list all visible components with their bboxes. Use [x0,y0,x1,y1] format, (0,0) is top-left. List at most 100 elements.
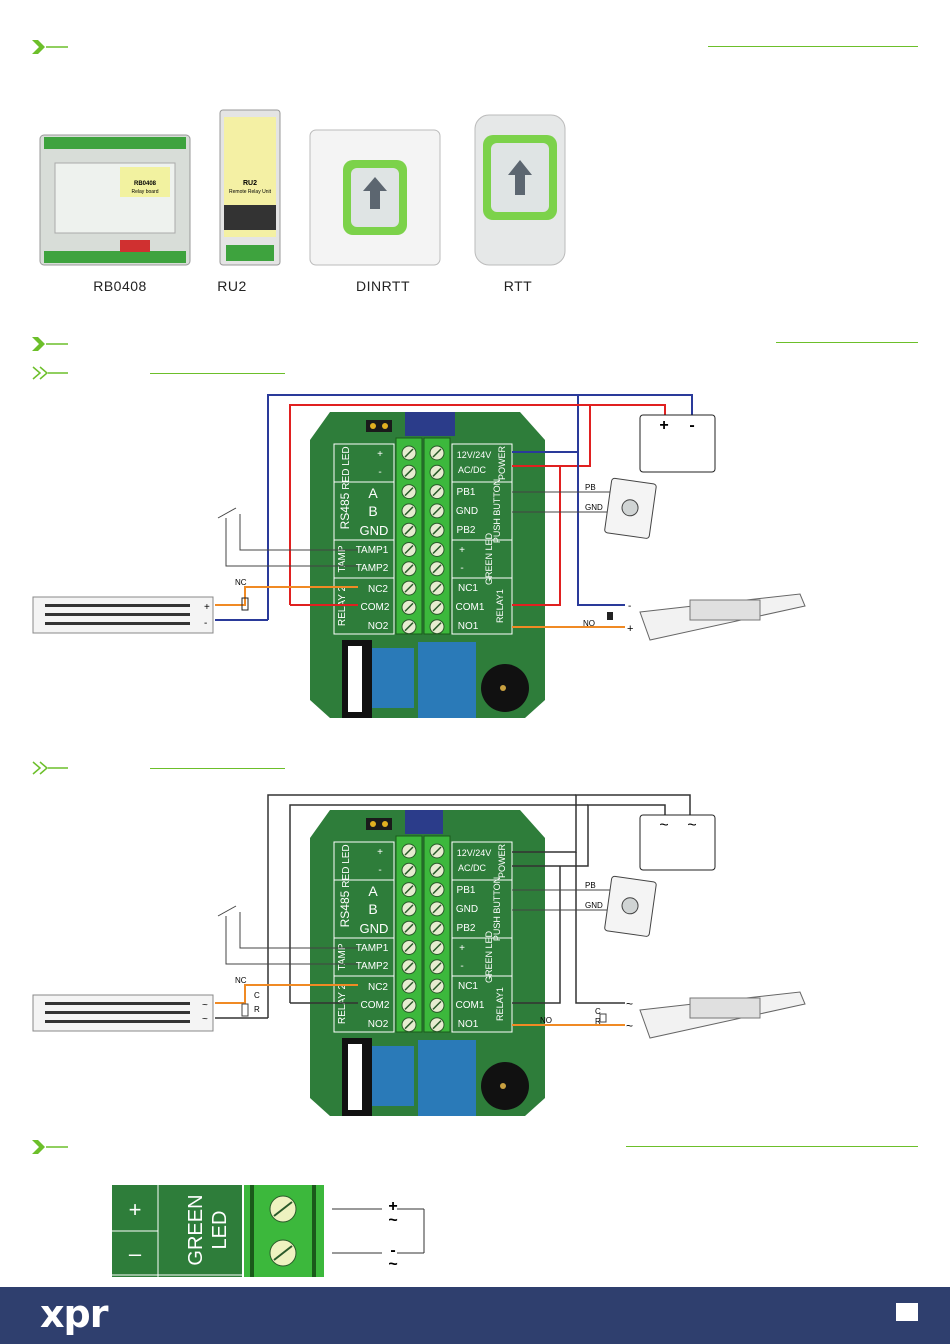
svg-text:RU2: RU2 [243,180,257,187]
section-divider [776,342,918,343]
svg-text:PB2: PB2 [457,923,476,934]
section-chevron-icon [32,1140,68,1154]
wiring-diagram-ac: RED LED + - RS485 A B GND TAMP TAMP1 TAM… [32,794,806,1116]
svg-text:C: C [254,991,260,1000]
svg-text:GND: GND [585,503,603,512]
svg-text:GND: GND [456,904,478,915]
svg-text:NO: NO [583,619,595,628]
svg-text:NO1: NO1 [458,621,479,632]
ru2-image: RU2 Remote Relay Unit [219,109,281,266]
svg-text:NC1: NC1 [458,981,478,992]
svg-text:COM1: COM1 [456,1000,485,1011]
svg-text:+: + [377,847,383,858]
svg-text:GND: GND [456,506,478,517]
svg-text:GREEN LED: GREEN LED [484,930,494,983]
svg-text:GND: GND [585,901,603,910]
svg-text:RED LED: RED LED [341,446,352,489]
section-divider [626,1146,918,1147]
svg-text:NC1: NC1 [458,583,478,594]
svg-text:+: + [459,943,465,954]
svg-text:-: - [378,865,381,876]
svg-text:TAMP1: TAMP1 [356,943,389,954]
svg-text:+: + [459,545,465,556]
page-number-box [896,1303,918,1321]
subsection-chevron-icon [32,366,68,380]
svg-text:B: B [368,901,377,917]
svg-text:-: - [204,618,207,629]
svg-text:TAMP1: TAMP1 [356,545,389,556]
section-chevron-icon [32,40,68,54]
svg-text:RB0408: RB0408 [134,181,157,187]
svg-text:NO1: NO1 [458,1019,479,1030]
exit-button [604,477,657,539]
power-supply [639,414,716,473]
svg-text:PUSH BUTTON: PUSH BUTTON [492,479,502,543]
svg-text:GND: GND [360,921,389,936]
svg-text:+: + [129,1197,142,1222]
product-images: RB0408 Relay board RU2 Remote Relay Unit [39,109,566,266]
section-chevron-icon [32,337,68,351]
svg-text:TAMP2: TAMP2 [356,961,389,972]
svg-text:A: A [368,485,378,501]
svg-text:PB2: PB2 [457,525,476,536]
green-led-detail: + – GREEN LED + ~ - ~ [112,1185,425,1277]
rb0408-image: RB0408 Relay board [39,134,191,266]
svg-text:COM1: COM1 [456,602,485,613]
magnetic-lock [32,596,214,634]
svg-text:NC: NC [235,976,247,985]
svg-text:R: R [595,1017,601,1026]
subsection-divider [150,768,285,769]
svg-text:12V/24V: 12V/24V [457,848,492,858]
svg-text:Remote Relay Unit: Remote Relay Unit [229,189,272,195]
svg-text:–: – [129,1241,142,1266]
svg-text:RS485: RS485 [338,492,352,529]
svg-text:~: ~ [687,817,696,834]
section-divider [708,46,918,47]
svg-text:NO2: NO2 [368,1019,389,1030]
svg-text:RELAY 2: RELAY 2 [337,983,348,1024]
svg-text:~: ~ [202,1014,208,1025]
svg-text:Relay board: Relay board [132,189,159,195]
svg-text:PB1: PB1 [457,885,476,896]
exit-button [604,875,657,937]
svg-text:+: + [659,417,668,434]
power-supply [639,814,716,871]
svg-text:TAMP: TAMP [337,943,348,970]
electric-strike [639,991,806,1039]
svg-text:GREEN LED: GREEN LED [484,532,494,585]
svg-text:-: - [689,417,694,434]
svg-text:POWER: POWER [497,844,507,879]
svg-text:~: ~ [388,1256,397,1273]
subsection-chevron-icon [32,761,68,775]
svg-text:PUSH BUTTON: PUSH BUTTON [492,877,502,941]
svg-text:TAMP2: TAMP2 [356,563,389,574]
svg-text:B: B [368,503,377,519]
svg-text:TAMP: TAMP [337,545,348,572]
svg-text:RELAY1: RELAY1 [495,987,505,1021]
product-label-dinrtt: DINRTT [355,278,411,294]
rtt-image [474,114,566,266]
svg-text:NC2: NC2 [368,982,388,993]
svg-text:NO2: NO2 [368,621,389,632]
svg-text:+: + [204,602,210,613]
svg-text:NO: NO [540,1016,552,1025]
svg-text:COM2: COM2 [361,602,390,613]
magnetic-lock [32,994,214,1032]
svg-text:~: ~ [626,997,633,1011]
svg-text:PB: PB [585,483,596,492]
svg-text:COM2: COM2 [361,1000,390,1011]
svg-text:-: - [390,1242,395,1259]
svg-text:+: + [377,449,383,460]
svg-text:AC/DC: AC/DC [458,863,487,873]
svg-text:~: ~ [202,1000,208,1011]
svg-text:-: - [460,563,463,574]
svg-text:NC2: NC2 [368,584,388,595]
svg-text:GND: GND [360,523,389,538]
svg-text:AC/DC: AC/DC [458,465,487,475]
svg-text:LED: LED [209,1211,231,1250]
svg-text:~: ~ [626,1019,633,1033]
svg-text:POWER: POWER [497,446,507,481]
product-label-rb0408: RB0408 [93,278,147,294]
svg-text:-: - [378,467,381,478]
svg-text:R: R [254,1005,260,1014]
